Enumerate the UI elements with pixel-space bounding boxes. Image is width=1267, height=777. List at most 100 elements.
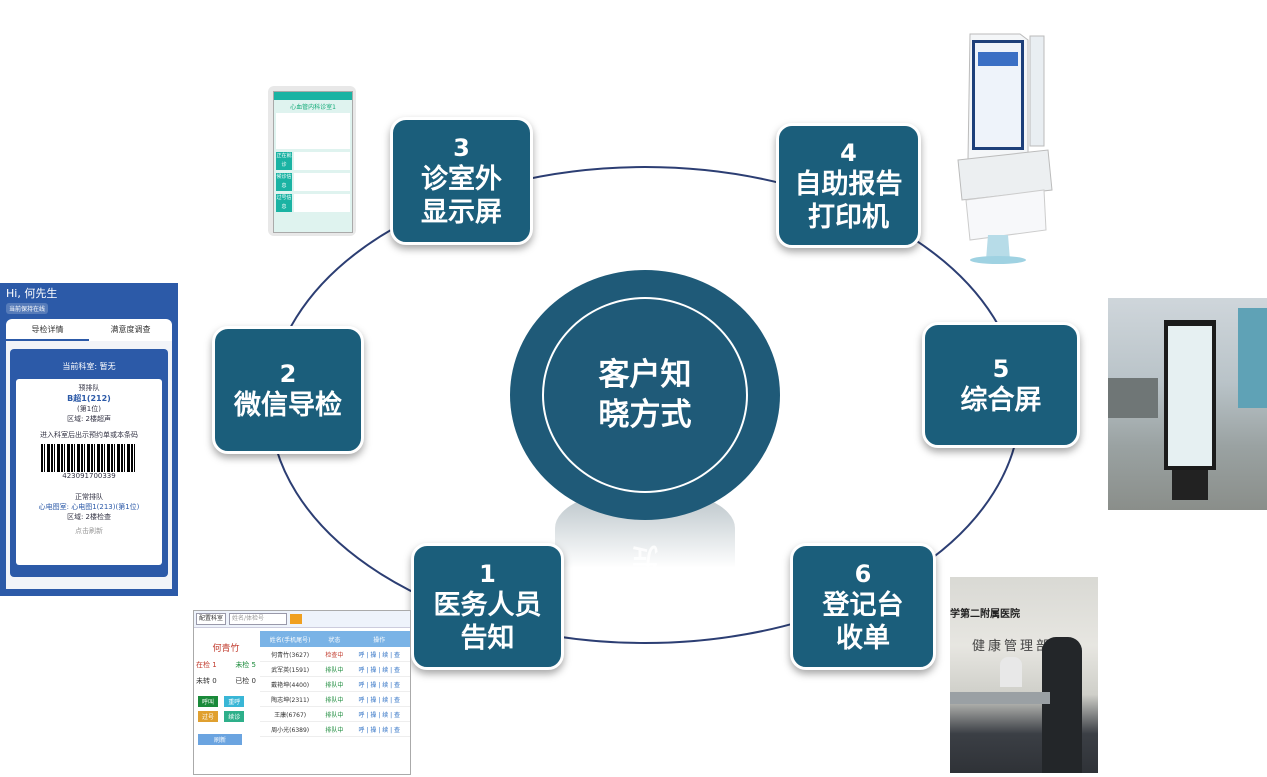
- center-reflection-text: 客户知晓方式: [580, 541, 711, 608]
- table-row: 陶志坤(2311)排队中呼 | 操 | 续 | 查: [260, 691, 410, 707]
- barcode-number: 423091700339: [62, 472, 116, 480]
- print-kiosk-image: [957, 33, 1053, 264]
- display-row: 正在就诊: [276, 152, 350, 170]
- patient-name: 何青竹: [212, 644, 240, 654]
- display-panel: [1168, 326, 1212, 466]
- node-label: 诊室外显示屏: [421, 164, 502, 228]
- cell-name: 戴艳坤(4400): [260, 676, 321, 692]
- cell-status: 排队中: [320, 706, 349, 722]
- stat: 已检 0: [235, 677, 256, 685]
- cell-status: 排队中: [320, 676, 349, 692]
- continue-button: 续诊: [224, 711, 245, 722]
- refresh-link: 点击刷新: [75, 527, 103, 535]
- normal-room: 心电图室: 心电图1(213)(第1位): [38, 503, 140, 511]
- queue-pos: (第1位): [77, 405, 101, 413]
- queue-area: 区域: 2楼超声: [66, 415, 112, 423]
- node-4: 4 自助报告打印机: [776, 123, 921, 248]
- normal-area: 区域: 2楼检查: [66, 513, 112, 521]
- stat: 未检 5: [235, 661, 256, 669]
- node-label: 综合屏: [960, 384, 1042, 416]
- display-value: [294, 194, 350, 212]
- comprehensive-screen-photo: [1108, 298, 1267, 510]
- search-input: 姓名/体检号: [229, 613, 288, 625]
- node-label: 医务人员告知: [433, 589, 542, 654]
- web-toolbar: 配置科室 姓名/体检号: [194, 611, 410, 628]
- table-row: 周小光(6389)排队中呼 | 操 | 续 | 查: [260, 721, 410, 737]
- stat-row: 在检 1 未检 5: [196, 660, 256, 670]
- clinic-display-screenshot: 心血管内科诊室1 正在就诊 候诊信息 过号信息: [268, 86, 356, 236]
- display-value: [294, 152, 350, 170]
- node-number: 3: [453, 134, 470, 162]
- queue-card: 当前科室: 暂无 预排队 B超1(212) (第1位) 区域: 2楼超声 进入科…: [10, 349, 168, 577]
- cell-ops: 呼 | 操 | 续 | 查: [348, 721, 410, 737]
- col-name: 姓名(手机尾号): [260, 631, 321, 647]
- display-tag: 过号信息: [276, 194, 292, 212]
- queue-web-screenshot: 配置科室 姓名/体检号 何青竹 在检 1 未检 5 未转 0 已检 0 呼叫 重…: [193, 610, 411, 775]
- col-status: 状态: [320, 631, 349, 647]
- col-ops: 操作: [348, 631, 410, 647]
- tab-guide: 导检详情: [6, 319, 89, 341]
- wechat-guide-screenshot: Hi, 何先生 当前保持在线 导检详情 满意度调查 当前科室: 暂无 预排队 B…: [0, 283, 178, 596]
- registration-desk-photo: 学第二附属医院 健康管理部: [950, 577, 1098, 773]
- stat-row: 未转 0 已检 0: [196, 676, 256, 686]
- center-title: 客户知晓方式: [598, 357, 692, 433]
- display-row: 候诊信息: [276, 173, 350, 191]
- desk-counter: [950, 692, 1050, 704]
- recall-button: 重呼: [224, 696, 245, 707]
- display-header: [274, 92, 352, 100]
- queue-room: B超1(212): [67, 394, 111, 403]
- cell-status: 排队中: [320, 691, 349, 707]
- refresh-button: 刷新: [198, 734, 243, 745]
- normal-title: 正常排队: [75, 493, 103, 501]
- center-inner-ring: 客户知晓方式: [542, 297, 748, 493]
- node-5: 5 综合屏: [922, 322, 1080, 448]
- doctor-photo: [276, 113, 350, 149]
- stat: 在检 1: [196, 661, 217, 669]
- staff-figure: [1000, 657, 1022, 687]
- stat: 未转 0: [196, 677, 217, 685]
- node-label: 登记台收单: [822, 589, 904, 654]
- queue-title: 预排队: [78, 384, 100, 392]
- phone-body: 当前科室: 暂无 预排队 B超1(212) (第1位) 区域: 2楼超声 进入科…: [6, 341, 172, 589]
- scan-hint: 进入科室后出示预约单或本条码: [40, 431, 138, 439]
- node-1: 1 医务人员告知: [411, 543, 564, 670]
- desk-sign-line1: 学第二附属医院: [950, 609, 1020, 620]
- table-row: 王康(6767)排队中呼 | 操 | 续 | 查: [260, 706, 410, 722]
- queue-table: 姓名(手机尾号) 状态 操作 何青竹(3627)检查中呼 | 操 | 续 | 查…: [260, 631, 410, 737]
- skip-button: 过号: [198, 711, 219, 722]
- tab-survey: 满意度调查: [110, 325, 151, 334]
- table-row: 何青竹(3627)检查中呼 | 操 | 续 | 查: [260, 647, 410, 662]
- cell-ops: 呼 | 操 | 续 | 查: [348, 661, 410, 677]
- desk-sign-line2: 健康管理部: [972, 639, 1053, 654]
- display-row: 过号信息: [276, 194, 350, 212]
- queue-info: 预排队 B超1(212) (第1位) 区域: 2楼超声 进入科室后出示预约单或本…: [16, 379, 162, 565]
- web-left-panel: 何青竹 在检 1 未检 5 未转 0 已检 0 呼叫 重呼 过号 续诊 刷新: [196, 629, 256, 774]
- cell-status: 排队中: [320, 721, 349, 737]
- cell-status: 排队中: [320, 661, 349, 677]
- visitor-figure: [1042, 637, 1082, 773]
- current-room: 当前科室: 暂无: [62, 362, 116, 371]
- display-stand: [1172, 470, 1208, 500]
- node-number: 5: [992, 354, 1010, 383]
- display-value: [294, 173, 350, 191]
- node-label: 自助报告打印机: [794, 168, 903, 233]
- cell-name: 王康(6767): [260, 706, 321, 722]
- cell-status: 检查中: [320, 647, 349, 662]
- table-row: 武军英(1591)排队中呼 | 操 | 续 | 查: [260, 661, 410, 677]
- node-3: 3 诊室外显示屏: [390, 117, 533, 245]
- node-number: 1: [479, 559, 496, 588]
- room-select: 配置科室: [196, 613, 227, 625]
- cell-ops: 呼 | 操 | 续 | 查: [348, 691, 410, 707]
- cell-ops: 呼 | 操 | 续 | 查: [348, 706, 410, 722]
- greeting: Hi, 何先生: [6, 287, 58, 300]
- node-2: 2 微信导检: [212, 326, 364, 454]
- node-number: 2: [279, 359, 297, 388]
- phone-tabs: 导检详情 满意度调查: [6, 319, 172, 341]
- table-row: 戴艳坤(4400)排队中呼 | 操 | 续 | 查: [260, 676, 410, 692]
- cell-name: 何青竹(3627): [260, 647, 321, 662]
- cell-ops: 呼 | 操 | 续 | 查: [348, 647, 410, 662]
- seating-area: [1108, 378, 1158, 418]
- node-number: 6: [854, 559, 872, 588]
- display-tag: 正在就诊: [276, 152, 292, 170]
- node-label: 微信导检: [234, 389, 342, 421]
